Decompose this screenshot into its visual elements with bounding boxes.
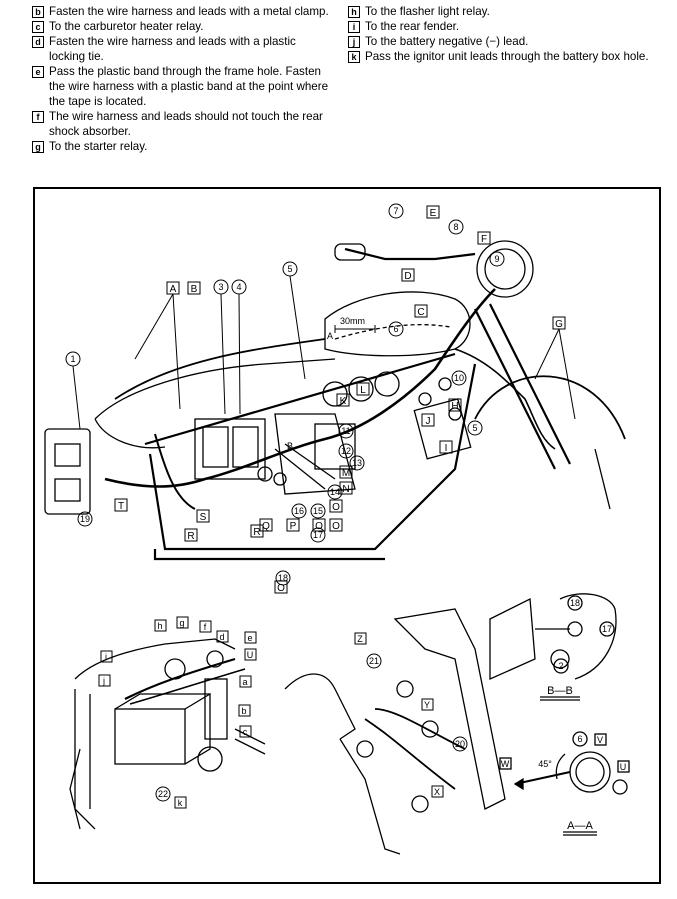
label-E: E — [430, 208, 437, 219]
label-F: F — [481, 234, 487, 245]
label-X: X — [434, 787, 440, 797]
label-Z: Z — [357, 634, 363, 644]
label-C: C — [417, 307, 424, 318]
label-Y: Y — [424, 700, 430, 710]
callout-4: 4 — [236, 282, 241, 292]
frame-detail-labels: Z Y X 21 20 — [354, 632, 468, 798]
label-G: G — [555, 319, 563, 330]
wiring-diagram: A B E F D C G H J I L K M N O O P O Q R … — [44, 203, 630, 855]
label-f: f — [204, 622, 207, 632]
label-L: L — [360, 385, 366, 396]
callout-18: 18 — [278, 573, 288, 583]
section-bb-detail: 18 17 2 B—B — [489, 593, 617, 701]
label-g: g — [179, 618, 184, 628]
label-J: J — [426, 416, 431, 427]
label-O-4: O — [277, 583, 285, 594]
callout-9: 9 — [494, 254, 499, 264]
callout-8: 8 — [453, 222, 458, 232]
callout-11: 11 — [341, 426, 350, 436]
label-H: H — [451, 401, 458, 412]
section-bb-title: B—B — [547, 685, 573, 697]
label-O-2: O — [315, 521, 323, 532]
label-j: j — [102, 676, 105, 686]
callout-15: 15 — [313, 506, 323, 516]
label-M: M — [342, 468, 350, 479]
label-c: c — [243, 727, 248, 737]
callout-6-aa: 6 — [577, 734, 582, 744]
callout-6: 6 — [393, 324, 398, 334]
battery-box-detail — [69, 638, 266, 830]
label-O-3: O — [332, 521, 340, 532]
label-V: V — [597, 735, 603, 745]
label-Q: Q — [262, 521, 270, 532]
label-T: T — [118, 501, 124, 512]
label-S: S — [200, 512, 207, 523]
callout-17: 17 — [313, 530, 323, 540]
callout-13: 13 — [352, 458, 362, 468]
callout-10: 10 — [454, 373, 464, 383]
label-K: K — [340, 396, 347, 407]
battery-box-labels: i j h g f d e U a b c k 22 — [98, 616, 257, 809]
dimension-30mm: 30mm — [340, 316, 365, 326]
label-P: P — [290, 521, 297, 532]
callout-5-b: 5 — [472, 423, 477, 433]
label-R-2: R — [187, 531, 194, 542]
callout-3: 3 — [218, 282, 223, 292]
label-i: i — [105, 652, 107, 662]
callout-18-bb: 18 — [570, 598, 580, 608]
callout-19: 19 — [80, 514, 90, 524]
label-R: R — [253, 527, 260, 538]
callout-17-bb: 17 — [602, 624, 612, 634]
angle-45: 45° — [538, 759, 552, 769]
callout-22: 22 — [158, 789, 168, 799]
callout-1: 1 — [70, 354, 75, 364]
callout-7: 7 — [393, 206, 398, 216]
main-view-labels: A B E F D C G H J I L K M N O O P O Q R … — [65, 203, 576, 594]
callout-2-bb: 2 — [558, 661, 563, 671]
label-U-detail: U — [247, 650, 254, 660]
callout-21: 21 — [369, 656, 379, 666]
label-I: I — [445, 443, 448, 454]
frame-detail — [284, 608, 506, 855]
label-D: D — [404, 271, 411, 282]
callout-14: 14 — [330, 487, 340, 497]
callout-12: 12 — [341, 446, 351, 456]
label-a: a — [242, 677, 247, 687]
label-W: W — [501, 759, 510, 769]
section-aa-detail: W V U 6 45° A—A — [499, 731, 630, 836]
wiring-diagram-frame: A B E F D C G H J I L K M N O O P O Q R … — [33, 187, 661, 884]
label-h: h — [157, 621, 162, 631]
callout-16: 16 — [294, 506, 304, 516]
callout-20: 20 — [455, 739, 465, 749]
label-U: U — [620, 762, 627, 772]
section-mark-A: A — [327, 331, 333, 341]
label-d: d — [219, 632, 224, 642]
label-N: N — [342, 484, 349, 495]
label-A: A — [170, 284, 177, 295]
label-k: k — [178, 798, 183, 808]
label-O: O — [332, 502, 340, 513]
callout-5: 5 — [287, 264, 292, 274]
section-mark-B: B — [287, 441, 293, 451]
label-e: e — [247, 633, 252, 643]
label-b: b — [241, 706, 246, 716]
section-aa-title: A—A — [567, 820, 593, 832]
label-B: B — [191, 284, 198, 295]
